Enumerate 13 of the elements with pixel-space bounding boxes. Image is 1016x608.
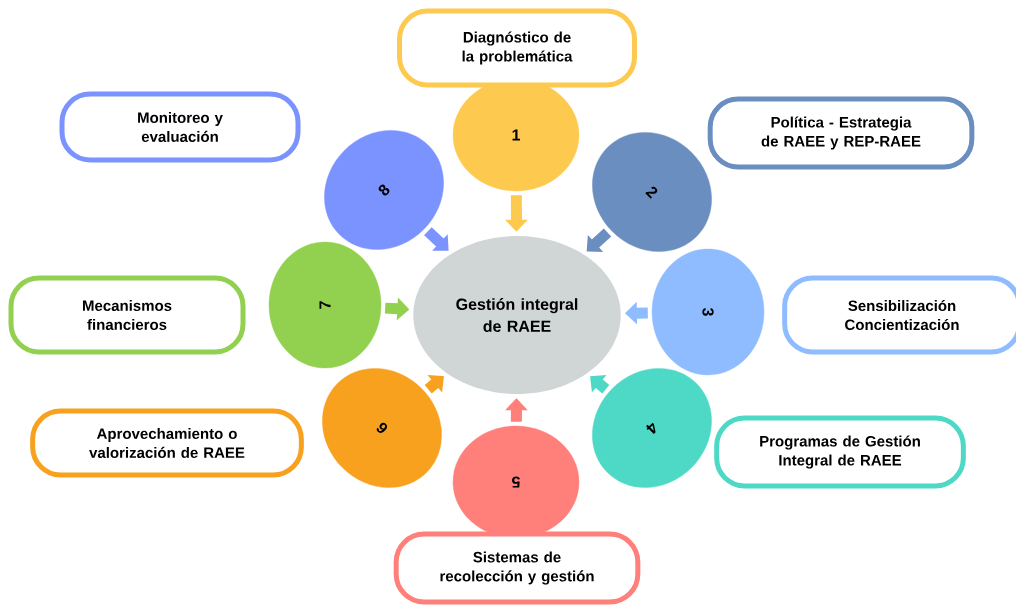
label-box: Programas de Gestión Integral de RAEE [714, 415, 966, 489]
block-arrow [590, 375, 610, 394]
label-box: Diagnóstico de la problemática [397, 8, 637, 88]
node-label: Sistemas de recolección y gestión [440, 551, 594, 585]
label-box: Monitoreo y evaluación [59, 91, 301, 163]
label-box: Sensibilización Concientización [782, 275, 1016, 355]
block-arrow [424, 227, 449, 251]
label-box: Política - Estrategia de RAEE y REP-RAEE [707, 96, 975, 170]
label-box: Sistemas de recolección y gestión [393, 531, 641, 605]
label-box: Aprovechamiento o valorización de RAEE [30, 408, 304, 478]
block-arrow [586, 228, 612, 252]
label-box: Mecanismos financieros [8, 275, 246, 355]
block-arrow [424, 375, 444, 394]
